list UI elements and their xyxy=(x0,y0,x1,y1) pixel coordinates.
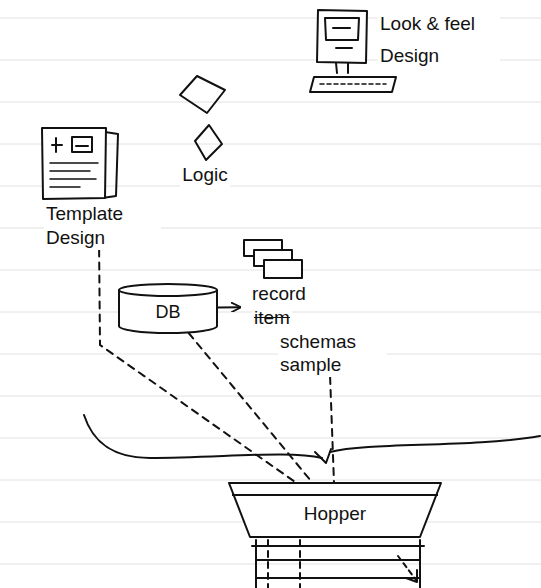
ruled-lines xyxy=(0,18,541,564)
output-arrowhead xyxy=(406,570,417,582)
node-text: schemas sample xyxy=(278,330,387,378)
cylinder-shape xyxy=(119,284,217,333)
document-mark xyxy=(52,138,62,152)
monitor-icon xyxy=(317,10,367,63)
record-stack xyxy=(264,260,302,278)
flow-curve xyxy=(84,415,322,458)
ruled-line xyxy=(0,564,541,565)
keyboard-keys xyxy=(320,83,386,85)
flow-arrow xyxy=(218,306,240,308)
logic-diamond xyxy=(195,125,222,160)
keyboard-icon xyxy=(310,77,396,92)
ruled-line xyxy=(0,480,541,481)
output-line xyxy=(268,540,300,588)
database-cylinder: DB xyxy=(118,283,218,333)
monitor-detail xyxy=(333,28,352,48)
hopper-trapezoid xyxy=(229,483,441,537)
sketch-icons xyxy=(42,10,540,588)
node-text: Template Design xyxy=(44,202,161,250)
ruled-line xyxy=(0,438,541,439)
hopper-base xyxy=(252,546,424,578)
node-text: DB xyxy=(153,301,182,324)
node-text: Look & feel Design xyxy=(378,8,500,73)
node-text: record xyxy=(250,282,308,306)
logic-diamond xyxy=(180,76,225,113)
document-lines xyxy=(50,163,98,187)
node-text: Hopper xyxy=(302,502,368,526)
ruled-line xyxy=(0,354,541,355)
node-text: Logic xyxy=(180,163,229,187)
output-line xyxy=(398,556,416,580)
design-label: Look & feel Design xyxy=(310,4,500,73)
document-mark xyxy=(72,137,92,152)
document-icon xyxy=(42,128,106,199)
ruled-line xyxy=(0,102,541,103)
hopper-base xyxy=(256,540,420,588)
logic-label: Logic xyxy=(168,72,242,187)
monitor-stand xyxy=(336,63,348,73)
hopper-rim xyxy=(232,494,438,496)
record-label: recorditemschemas sample xyxy=(240,236,415,377)
dashed-flow-line xyxy=(330,377,334,482)
cylinder-top xyxy=(119,284,217,296)
hopper-box: Hopper xyxy=(228,482,442,538)
node-text: item xyxy=(252,306,292,330)
flow-curve xyxy=(330,436,540,452)
template-label: Template Design xyxy=(36,120,161,250)
flow-arrowhead xyxy=(315,449,331,463)
hopper-shape xyxy=(229,483,441,537)
ruled-line xyxy=(0,396,541,397)
